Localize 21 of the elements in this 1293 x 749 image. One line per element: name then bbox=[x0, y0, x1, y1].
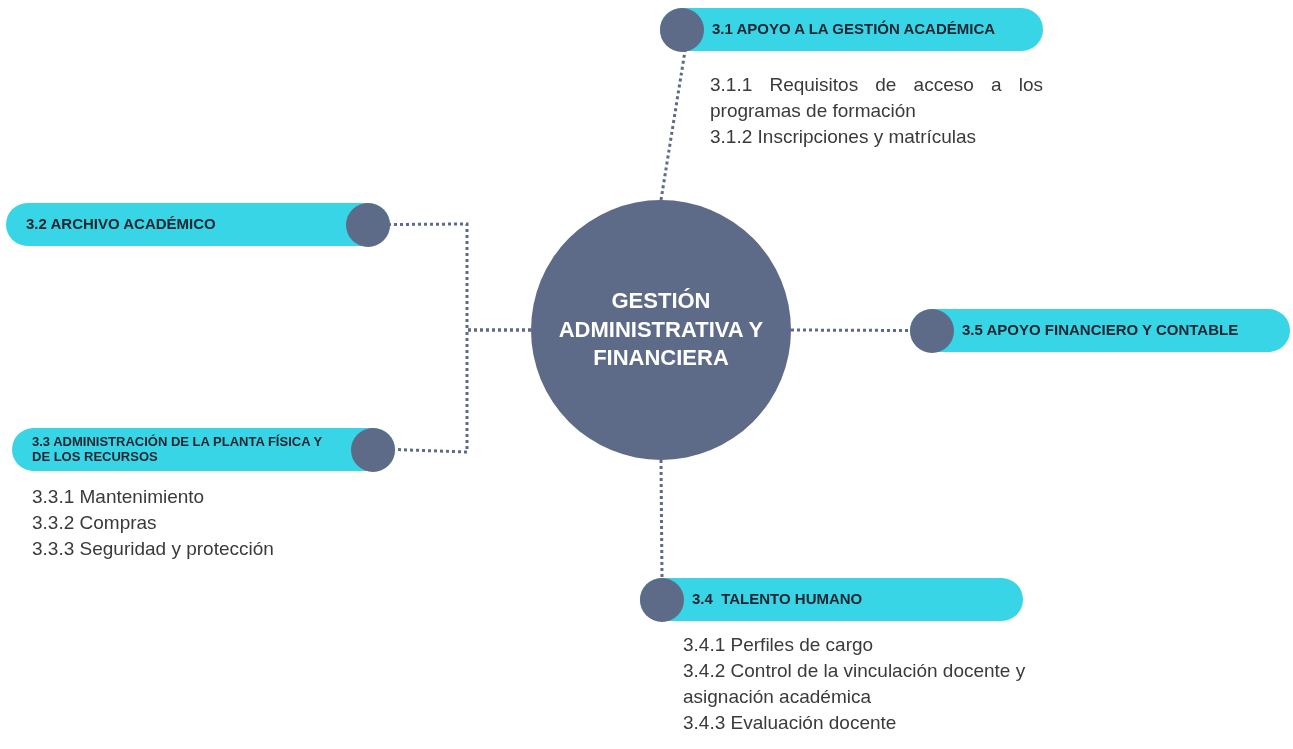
topic-title: 3.5 APOYO FINANCIERO Y CONTABLE bbox=[961, 322, 1240, 339]
topic-pill bbox=[910, 309, 1290, 352]
subtopic-text: 3.4.1 Perfiles de cargo bbox=[683, 633, 875, 657]
topic-pill bbox=[6, 203, 390, 246]
dotted-connector bbox=[659, 460, 664, 578]
subtopic-text: 3.4.2 Control de la vinculación docente y asignación académica bbox=[683, 659, 1027, 709]
topic-title: 3.1 APOYO A LA GESTIÓN ACADÉMICA bbox=[711, 21, 997, 38]
subtopic-text: 3.1.2 Inscripciones y matrículas bbox=[710, 125, 978, 149]
subtopic-text: 3.1.1 Requisitos de acceso a los programas de formación bbox=[710, 73, 1043, 123]
dotted-connector bbox=[791, 328, 910, 332]
subtopic-text: 3.3.2 Compras bbox=[32, 511, 158, 535]
topic-pill bbox=[12, 428, 395, 471]
topic-title: 3.2 ARCHIVO ACADÉMICO bbox=[25, 216, 217, 233]
topic-title: 3.3 ADMINISTRACIÓN DE LA PLANTA FÍSICA Y DE LOS RECURSOS bbox=[31, 435, 323, 464]
topic-title: 3.4 TALENTO HUMANO bbox=[691, 591, 864, 608]
subtopic-text: 3.3.3 Seguridad y protección bbox=[32, 537, 275, 561]
topic-pill bbox=[640, 578, 1023, 621]
topic-pill bbox=[660, 8, 1043, 51]
subtopic-text: 3.3.1 Mantenimiento bbox=[32, 485, 206, 509]
central-title: GESTIÓN ADMINISTRATIVA Y FINANCIERA bbox=[557, 287, 765, 373]
subtopic-text: 3.4.3 Evaluación docente bbox=[683, 711, 898, 735]
